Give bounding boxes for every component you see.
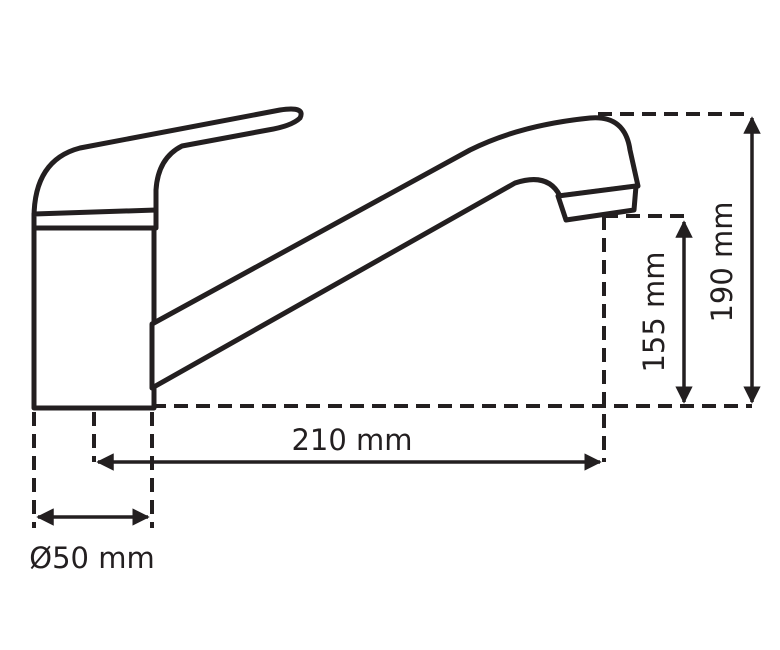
total-height-label: 190 mm: [705, 201, 739, 322]
width-label: 210 mm: [291, 423, 412, 457]
spout-height-label: 155 mm: [637, 251, 671, 372]
lever-handle: [31, 106, 304, 221]
spout-nozzle: [555, 183, 639, 223]
cartridge-cap: [31, 207, 159, 231]
diameter-label: Ø50 mm: [29, 541, 154, 575]
faucet-body: [31, 219, 157, 411]
faucet-spout: [149, 115, 641, 391]
